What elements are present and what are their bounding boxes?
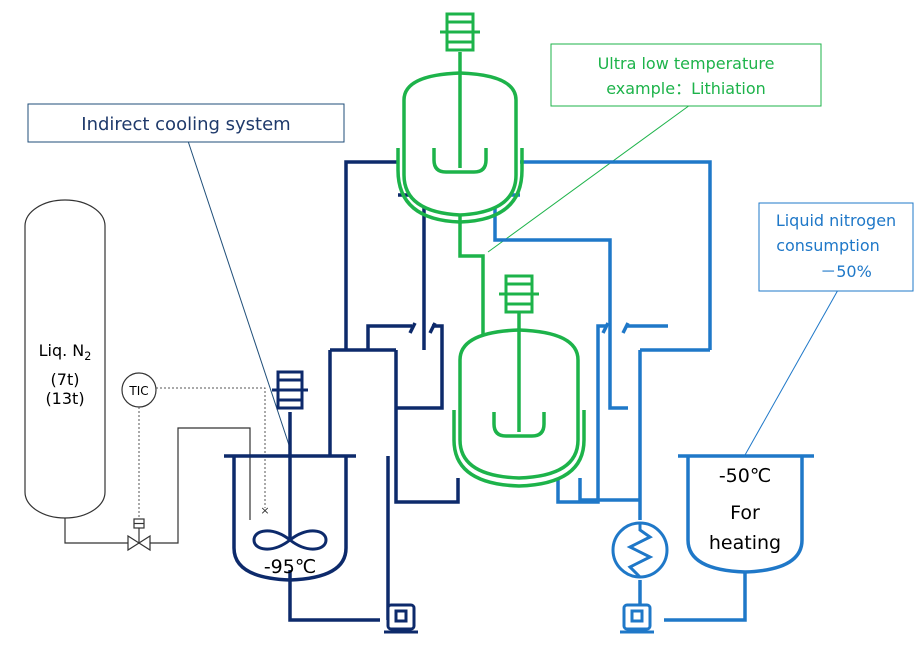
signal-lines <box>138 387 266 519</box>
tic-label: TIC <box>128 384 148 398</box>
heating-vessel-temperature: -50℃ <box>719 465 771 487</box>
tic-controller[interactable]: TIC <box>121 372 157 408</box>
impeller-icon <box>252 529 328 551</box>
main-reactor <box>452 312 586 488</box>
ln2-tank: Liq. N2 (7t) (13t) <box>24 199 106 519</box>
callout-indirect-cooling: Indirect cooling system <box>27 103 345 143</box>
callout-ln2-consumption: Liquid nitrogen consumption －50% <box>758 202 914 292</box>
cold-loop-piping <box>288 160 460 622</box>
cold-bath-vessel <box>224 412 356 582</box>
ln2-capacity-small: (7t) <box>51 370 80 389</box>
reactor-transfer-line <box>458 215 485 335</box>
upper-reactor <box>396 52 524 224</box>
heating-vessel <box>678 454 814 574</box>
callout-ln2-line2: consumption <box>776 236 880 255</box>
callout-ultra-line1: Ultra low temperature <box>598 54 775 73</box>
callout-ultra-line2: example：Lithiation <box>606 79 766 98</box>
ln2-capacity-large: (13t) <box>45 389 84 408</box>
agitator-motor-icon[interactable] <box>499 274 539 314</box>
callout-indirect-cooling-text: Indirect cooling system <box>81 114 290 135</box>
ln2-supply-line <box>64 427 251 544</box>
control-valve-icon[interactable] <box>127 518 151 552</box>
pump-icon[interactable] <box>384 603 418 634</box>
heat-exchanger-coil-icon[interactable] <box>611 521 669 579</box>
sensor-mark-icon: × <box>260 504 269 517</box>
agitator-motor-icon[interactable] <box>272 370 308 410</box>
agitator-motor-icon[interactable] <box>440 12 480 52</box>
callout-leaders <box>187 104 839 456</box>
ln2-tank-label: Liq. N2 <box>39 341 92 363</box>
callout-ultra-low-temperature: Ultra low temperature example：Lithiation <box>550 43 822 107</box>
pump-icon[interactable] <box>620 603 654 634</box>
heating-vessel-label-line1: For <box>730 502 760 524</box>
callout-ln2-line1: Liquid nitrogen <box>776 211 896 230</box>
cold-bath-temperature: -95℃ <box>264 556 316 578</box>
heating-vessel-label-line2: heating <box>709 532 781 554</box>
callout-ln2-line3: －50% <box>820 262 872 281</box>
